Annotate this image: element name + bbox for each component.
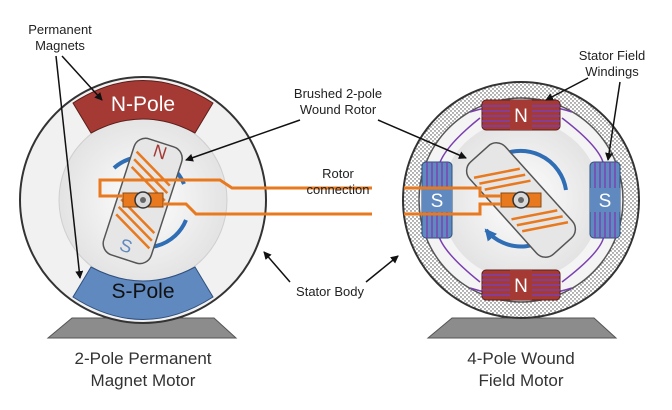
rotor-label-line2: Wound Rotor [300,102,377,117]
n-bottom-label: N [514,276,528,297]
windings-label-line1: Stator Field [579,48,645,63]
n-top-label: N [514,106,528,127]
rotor-label-line1: Brushed 2-pole [294,86,382,101]
caption-left-line1: 2-Pole Permanent [74,349,211,368]
caption-right-line2: Field Motor [478,371,563,390]
caption-right: 4-Pole Wound Field Motor [467,349,574,390]
s-right-label: S [599,191,612,212]
label-brushed-rotor: Brushed 2-pole Wound Rotor [185,86,467,162]
s-pole-magnet [72,266,214,320]
s-left-label: S [431,191,444,212]
label-stator-field-windings: Stator Field Windings [545,48,645,161]
shaft-center-right [518,197,524,203]
n-pole-label: N-Pole [111,93,175,116]
stator-body-label: Stator Body [296,284,364,299]
connection-label-line2: connection [307,182,370,197]
s-pole-label: S-Pole [111,280,174,303]
rotor-connection-wires [98,178,501,216]
wound-field-motor: N N S S [402,81,640,339]
rotor-n-label: N [151,140,170,163]
permanent-label-line2: Magnets [35,38,85,53]
permanent-magnet-motor: N-Pole S-Pole N S [19,76,267,339]
label-stator-body: Stator Body [263,251,399,299]
caption-left: 2-Pole Permanent Magnet Motor [74,349,211,390]
motor-base-right [426,317,618,339]
permanent-label-line1: Permanent [28,22,92,37]
rotor-s-label: S [117,235,135,258]
label-permanent-magnets: Permanent Magnets [28,22,103,279]
caption-left-line2: Magnet Motor [91,371,196,390]
shaft-center [140,197,146,203]
label-rotor-connection: Rotor connection [307,166,370,197]
n-pole-magnet [72,80,214,134]
caption-right-line1: 4-Pole Wound [467,349,574,368]
connection-label-line1: Rotor [322,166,354,181]
windings-label-line2: Windings [585,64,639,79]
